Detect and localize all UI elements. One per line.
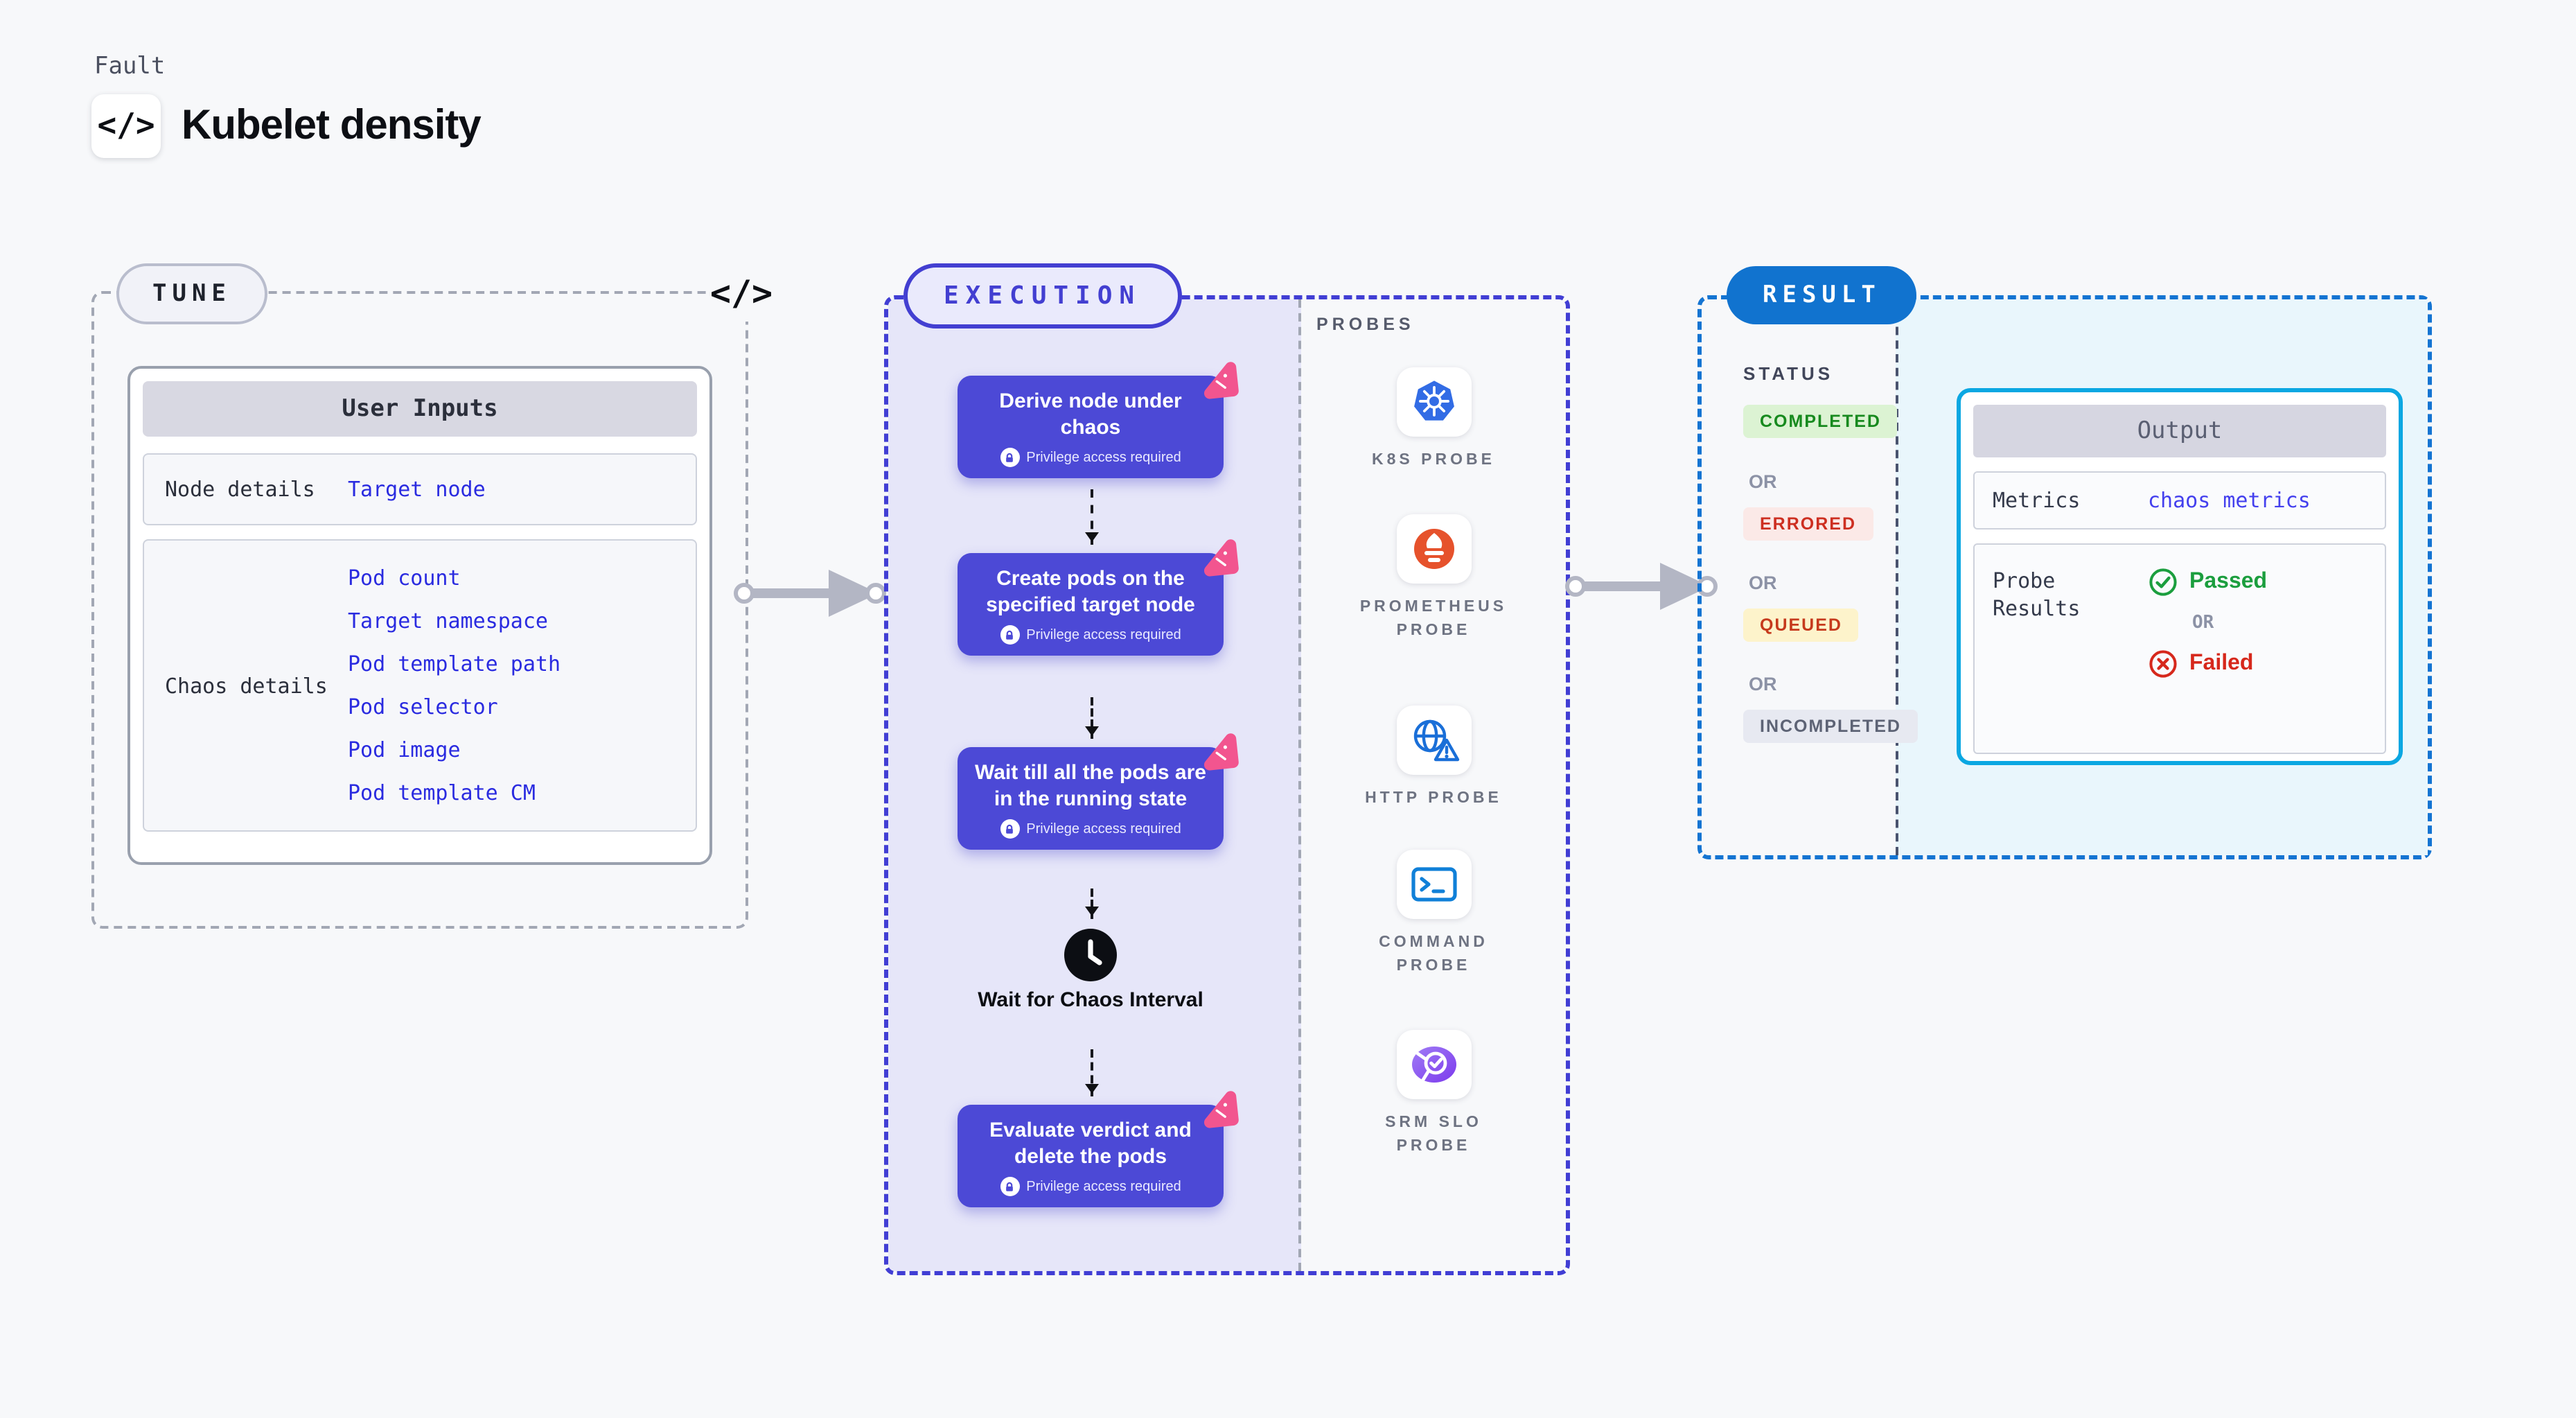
privilege-note: Privilege access required <box>1026 821 1181 837</box>
row-label: Chaos details <box>165 673 328 698</box>
arrow-tune-to-execution <box>734 570 886 617</box>
prometheus-icon <box>1396 514 1471 584</box>
probe-results-row: Probe Results Passed OR Faile <box>1973 543 2386 754</box>
privilege-note: Privilege access required <box>1026 450 1181 466</box>
check-circle-icon <box>2149 568 2177 596</box>
http-globe-warning-icon <box>1396 706 1471 775</box>
x-circle-icon <box>2149 650 2177 678</box>
target-node-link: Target node <box>348 477 486 502</box>
probe-item: HTTP PROBE <box>1356 706 1511 810</box>
lock-icon <box>1000 1177 1020 1197</box>
page-title: Kubelet density <box>182 103 482 148</box>
kubernetes-icon <box>1396 367 1471 437</box>
step-title: Derive node under chaos <box>999 389 1182 440</box>
execution-pill: EXECUTION <box>903 263 1182 329</box>
chaos-detail-link: Pod image <box>348 737 461 762</box>
code-icon: </> <box>91 94 161 158</box>
status-badge-completed: COMPLETED <box>1743 405 1898 438</box>
probes-title: PROBES <box>1316 315 1415 334</box>
or-label: OR <box>1749 674 1777 694</box>
probe-label: K8S PROBE <box>1372 452 1495 469</box>
chaos-detail-link: Pod selector <box>348 694 498 719</box>
or-label: OR <box>1749 572 1777 593</box>
flow-arrow-down <box>1085 697 1099 739</box>
row-label: Node details <box>165 477 315 502</box>
wait-for-chaos-interval-label: Wait for Chaos Interval <box>978 988 1203 1012</box>
privilege-note: Privilege access required <box>1026 627 1181 643</box>
probe-label: PROMETHEUS PROBE <box>1359 599 1508 639</box>
clock-icon <box>1064 929 1117 981</box>
command-terminal-icon <box>1396 850 1471 919</box>
metrics-label: Metrics <box>1993 487 2081 513</box>
metrics-row: Metrics chaos metrics <box>1973 471 2386 529</box>
output-header: Output <box>1973 405 2386 457</box>
user-inputs-header: User Inputs <box>143 381 697 437</box>
execution-step-card: Wait till all the pods are in the runnin… <box>958 733 1239 850</box>
litmus-chaos-icon <box>1203 539 1239 577</box>
litmus-chaos-icon <box>1203 362 1239 399</box>
probe-results-label: Probe Results <box>1993 568 2081 622</box>
step-title: Wait till all the pods are in the runnin… <box>975 761 1206 812</box>
chaos-detail-link: Pod template CM <box>348 780 536 805</box>
or-label: OR <box>1749 471 1777 492</box>
probe-label: HTTP PROBE <box>1365 790 1502 807</box>
user-inputs-card: User Inputs Node details Target node Cha… <box>127 366 712 865</box>
chaos-detail-link: Pod template path <box>348 651 561 676</box>
probe-item: PROMETHEUS PROBE <box>1356 514 1511 642</box>
srm-slo-icon <box>1396 1030 1471 1099</box>
lock-icon <box>1000 448 1020 468</box>
flow-arrow-down <box>1085 889 1099 919</box>
step-title: Create pods on the specified target node <box>986 567 1195 618</box>
probe-label: SRM SLO PROBE <box>1385 1114 1482 1155</box>
step-title: Evaluate verdict and delete the pods <box>989 1119 1192 1169</box>
passed-label: Passed <box>2189 570 2268 593</box>
probe-item: COMMAND PROBE <box>1356 850 1511 978</box>
passed-verdict: Passed <box>2148 567 2267 597</box>
arrow-execution-to-result <box>1565 563 1718 610</box>
execution-flow: Derive node under chaos Privilege access… <box>884 295 1297 1275</box>
status-badge-queued: QUEUED <box>1743 609 1859 642</box>
chaos-metrics-link: chaos metrics <box>2148 488 2311 513</box>
tune-section <box>91 291 748 929</box>
failed-label: Failed <box>2189 651 2254 675</box>
tune-pill: TUNE <box>116 263 267 324</box>
privilege-note: Privilege access required <box>1026 1179 1181 1195</box>
page-header: </> Kubelet density <box>91 94 482 158</box>
code-icon: </> <box>709 263 773 322</box>
execution-step-card: Derive node under chaos Privilege access… <box>958 362 1239 479</box>
execution-step-card: Evaluate verdict and delete the pods Pri… <box>958 1091 1239 1208</box>
lock-icon <box>1000 819 1020 839</box>
status-title: STATUS <box>1743 363 1834 384</box>
execution-step-card: Create pods on the specified target node… <box>958 539 1239 656</box>
chaos-detail-link: Target namespace <box>348 609 548 633</box>
probe-label: COMMAND PROBE <box>1379 934 1488 974</box>
probe-item: K8S PROBE <box>1356 367 1511 472</box>
status-badge-incompleted: INCOMPLETED <box>1743 710 1918 743</box>
chaos-details-row: Chaos details Pod count Target namespace… <box>143 539 697 832</box>
lock-icon <box>1000 625 1020 645</box>
probes-panel: PROBES K8S PROBE <box>1297 295 1570 1275</box>
result-pill: RESULT <box>1727 266 1917 324</box>
chaos-detail-link: Pod count <box>348 566 461 590</box>
failed-verdict: Failed <box>2148 649 2267 679</box>
fault-eyebrow: Fault <box>94 53 166 80</box>
litmus-chaos-icon <box>1203 733 1239 771</box>
or-label: OR <box>2192 613 2214 633</box>
probe-item: SRM SLO PROBE <box>1356 1030 1511 1158</box>
status-badge-errored: ERRORED <box>1743 507 1873 541</box>
output-card: Output Metrics chaos metrics Probe Resul… <box>1957 388 2403 765</box>
flow-arrow-down <box>1085 489 1099 545</box>
node-details-row: Node details Target node <box>143 453 697 525</box>
flow-arrow-down <box>1085 1049 1099 1096</box>
litmus-chaos-icon <box>1203 1091 1239 1128</box>
